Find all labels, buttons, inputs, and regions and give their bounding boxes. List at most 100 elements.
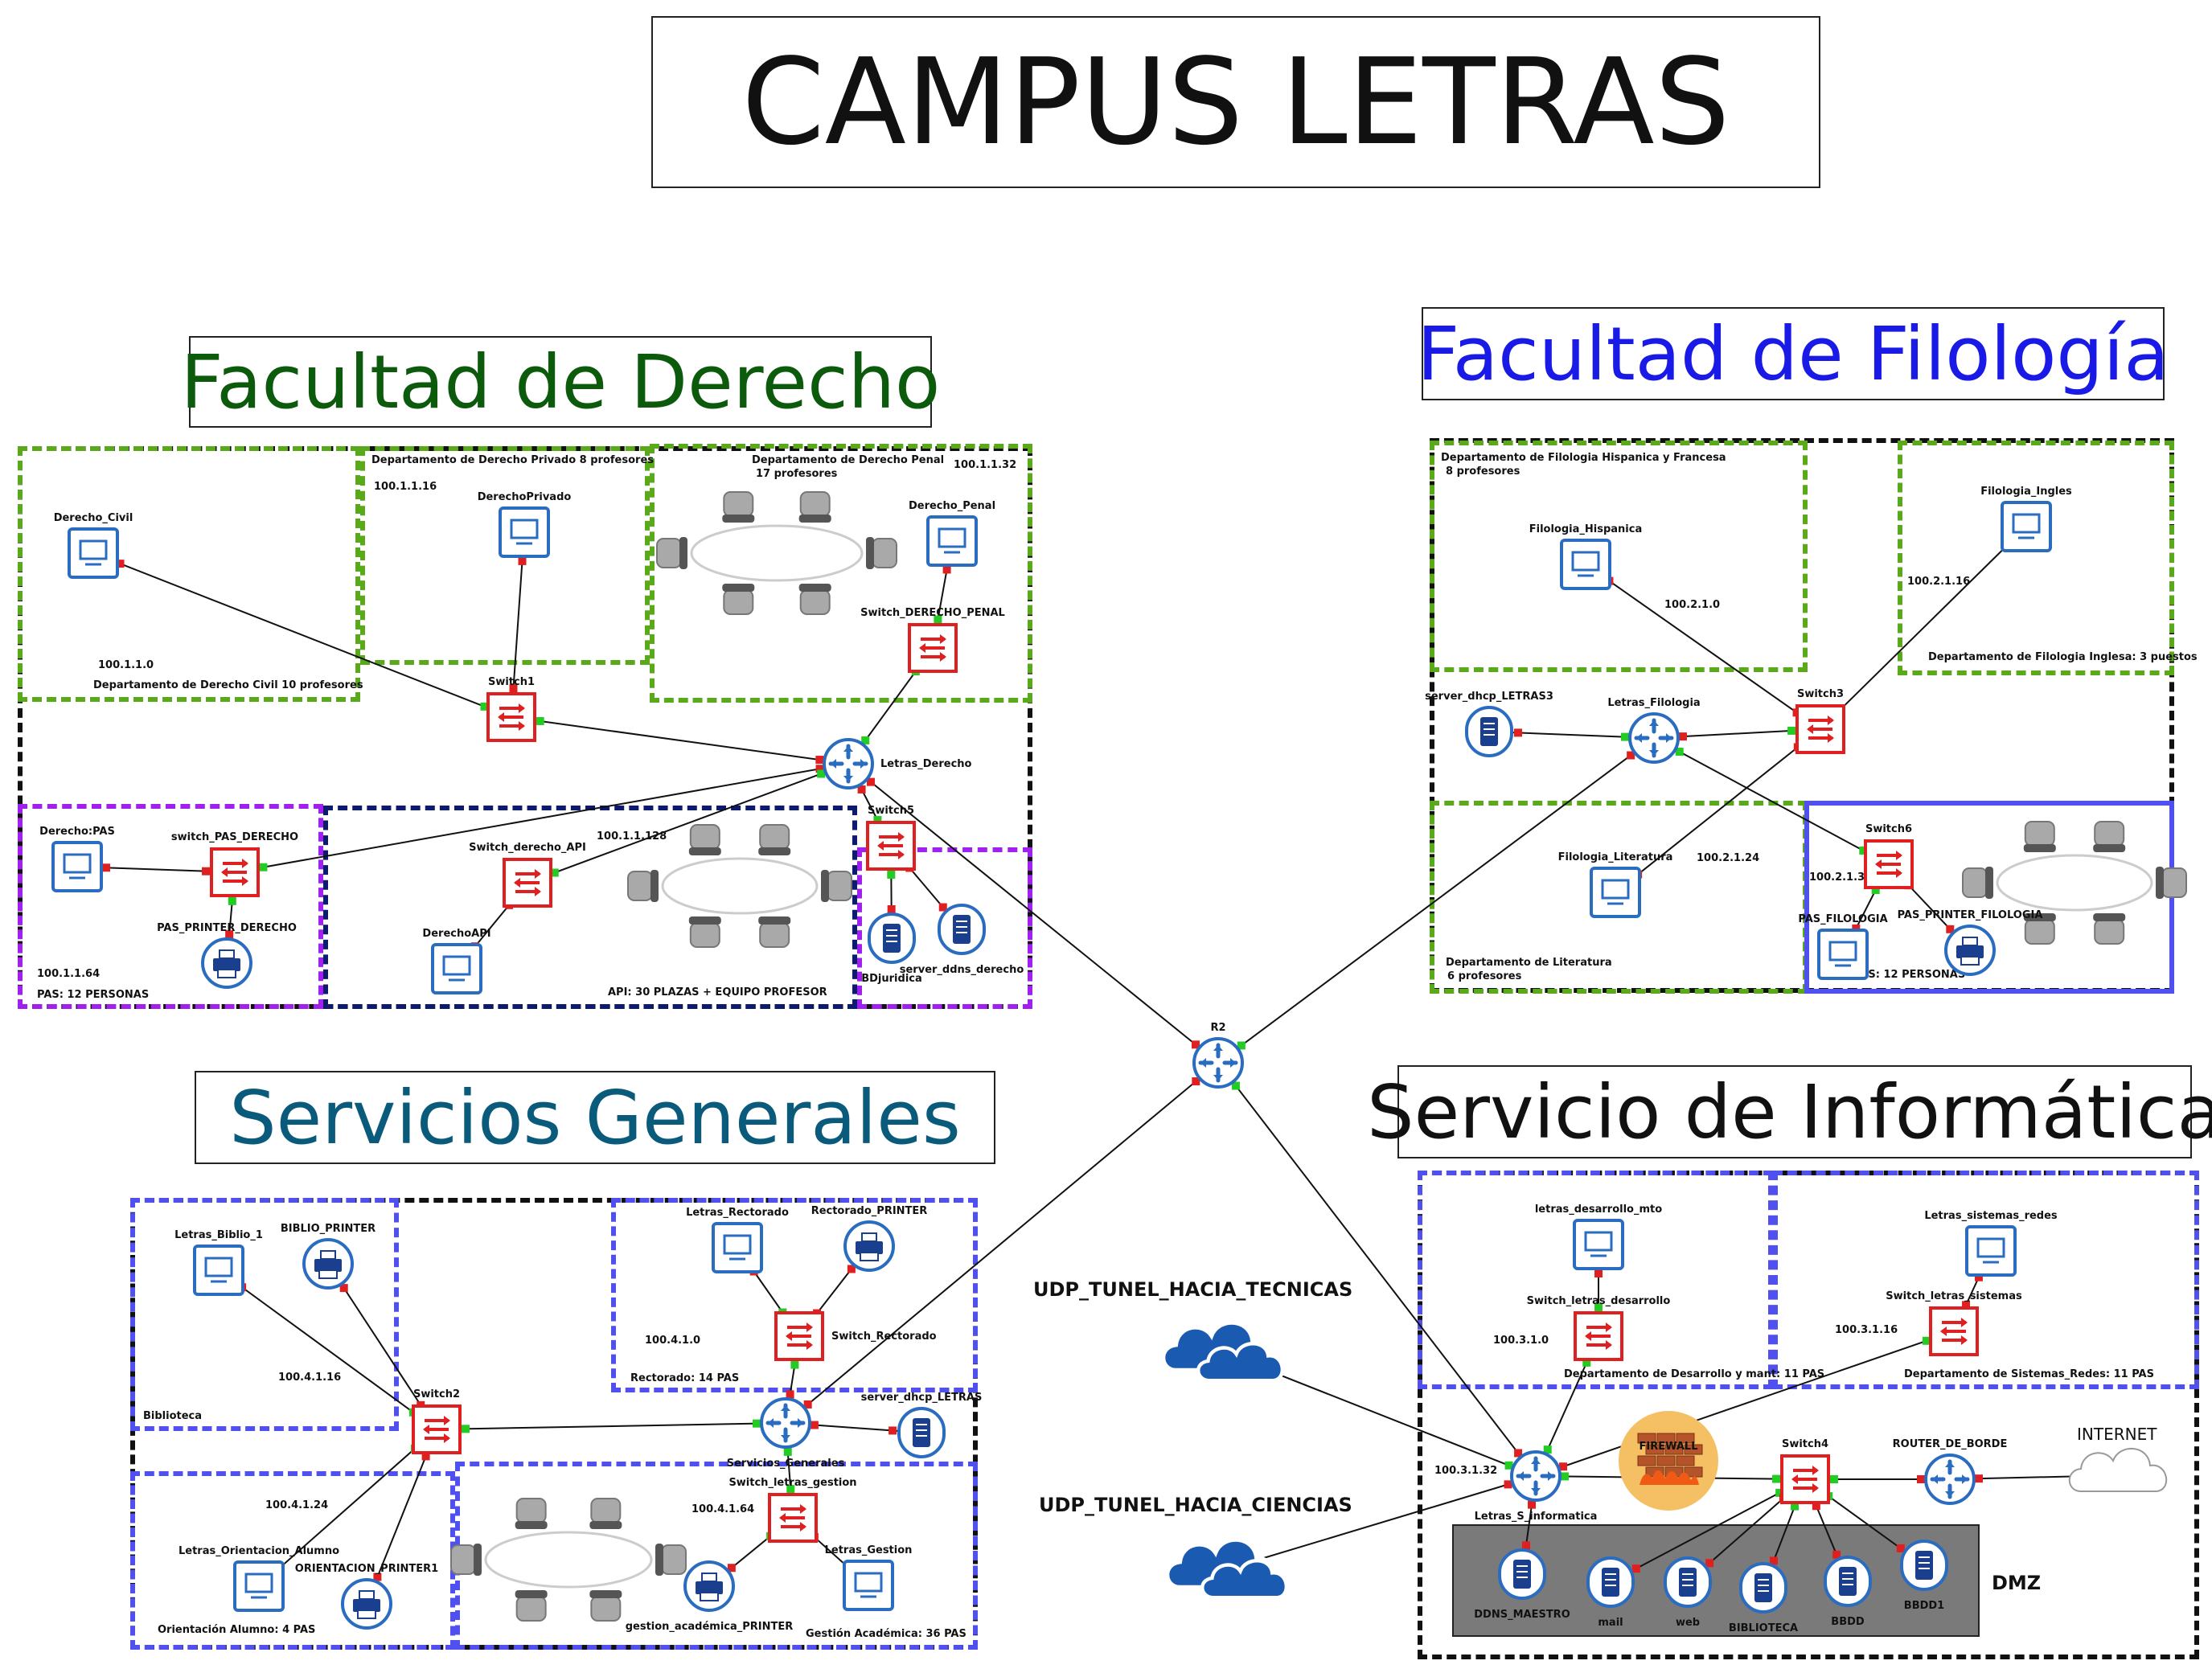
meeting-table-penal [656, 491, 897, 615]
node-derecho-civil[interactable]: Derecho_Civil [54, 512, 133, 579]
node-switch-pas-derecho[interactable]: switch_PAS_DERECHO [171, 831, 298, 897]
node-bbdd1[interactable]: BBDD1 [1900, 1540, 1948, 1612]
node-letras-orientacion-alumno[interactable]: Letras_Orientacion_Alumno [179, 1545, 339, 1612]
node-ddns-maestro[interactable]: DDNS_MAESTRO [1474, 1548, 1570, 1621]
ip-hisp: 100.2.1.0 [1664, 599, 1721, 611]
pc-icon [926, 515, 978, 567]
pc-icon [843, 1560, 894, 1611]
title-derecho: Facultad de Derecho [181, 336, 940, 428]
node-server-dhcp-letras[interactable]: server_dhcp_LETRAS [861, 1392, 983, 1458]
node-letras-gestion[interactable]: Letras_Gestion [825, 1544, 913, 1611]
node-label: BBDD1 [1904, 1600, 1944, 1612]
node-switch4[interactable]: Switch4 [1780, 1438, 1830, 1504]
node-switch5[interactable]: Switch5 [866, 805, 916, 871]
zone-desarrollo [1418, 1171, 1773, 1389]
switch-icon [1864, 839, 1914, 889]
node-derechoprivado[interactable]: DerechoPrivado [478, 491, 572, 558]
note-derecho-penal-1: Departamento de Derecho Penal [752, 454, 945, 466]
meeting-table-api [627, 824, 852, 948]
node-internet-cloud[interactable] [2068, 1448, 2168, 1492]
node-switch-letras-desarrollo[interactable]: Switch_letras_desarrollo [1527, 1295, 1671, 1361]
chair-icon [688, 916, 721, 948]
node-biblioteca[interactable]: BIBLIOTECA [1729, 1562, 1798, 1634]
node-letras-derecho[interactable]: Letras_Derecho [823, 738, 972, 789]
node-switch-letras-gestion[interactable]: Switch_letras_gestion [728, 1477, 857, 1543]
ip-orient: 100.4.1.24 [265, 1499, 329, 1511]
node-pas-printer-derecho[interactable]: PAS_PRINTER_DERECHO [157, 922, 297, 989]
switch-icon [768, 1493, 818, 1543]
link [234, 763, 849, 873]
chair-icon [2023, 913, 2056, 945]
node-letras-s-informatica[interactable]: Letras_S_informatica [1475, 1450, 1598, 1523]
node-orientacion-printer1[interactable]: ORIENTACION_PRINTER1 [295, 1563, 438, 1630]
node-letras-filologia[interactable]: Letras_Filologia [1607, 697, 1701, 764]
node-letras-sistemas-redes[interactable]: Letras_sistemas_redes [1924, 1210, 2058, 1277]
node-switch2[interactable]: Switch2 [412, 1388, 462, 1454]
router-icon [823, 738, 874, 789]
node-firewall[interactable]: FIREWALL [1619, 1411, 1718, 1511]
node-switch6[interactable]: Switch6 [1864, 823, 1914, 889]
node-label: PAS_PRINTER_FILOLOGIA [1898, 909, 2043, 921]
node-bdjuridica[interactable]: BDjuridica [861, 912, 922, 985]
node-label: ORIENTACION_PRINTER1 [295, 1563, 438, 1575]
printer-icon [683, 1560, 735, 1612]
node-r2[interactable]: R2 [1192, 1022, 1244, 1089]
node-switch-rectorado[interactable]: Switch_Rectorado [774, 1311, 937, 1361]
chair-icon [655, 1544, 687, 1576]
node-cloud-tecnicas[interactable] [1162, 1321, 1284, 1383]
node-label: Switch_DERECHO_PENAL [860, 607, 1005, 619]
node-filologia-hispanica[interactable]: Filologia_Hispanica [1529, 523, 1643, 590]
node-label: Filologia_Ingles [1980, 486, 2072, 498]
node-label: Derecho_Penal [909, 500, 995, 512]
node-label: Switch2 [413, 1388, 460, 1400]
node-label: mail [1598, 1617, 1623, 1629]
switch-icon [412, 1404, 462, 1454]
node-servicios-generales[interactable]: Servicios_Generales [727, 1397, 845, 1470]
node-gestion-academica-printer[interactable]: gestion_académica_PRINTER [626, 1560, 794, 1633]
node-rectorado-printer[interactable]: Rectorado_PRINTER [811, 1205, 928, 1272]
note-filo-lit-2: 6 profesores [1447, 970, 1522, 982]
zone-biblioteca [130, 1198, 399, 1431]
node-label: BIBLIO_PRINTER [281, 1223, 376, 1235]
node-switch-derecho-penal[interactable]: Switch_DERECHO_PENAL [860, 607, 1005, 673]
node-cloud-ciencias[interactable] [1166, 1538, 1288, 1600]
ip-biblio: 100.4.1.16 [278, 1372, 342, 1384]
node-switch1[interactable]: Switch1 [486, 676, 536, 742]
node-letras-rectorado[interactable]: Letras_Rectorado [686, 1207, 789, 1273]
switch-icon [1795, 704, 1845, 754]
node-server-ddns-derecho[interactable]: server_ddns_derecho [900, 904, 1024, 976]
node-label: Switch_letras_desarrollo [1527, 1295, 1671, 1307]
cloudw-icon [2068, 1448, 2168, 1492]
node-label: DDNS_MAESTRO [1474, 1609, 1570, 1621]
firewall-icon [1619, 1411, 1718, 1511]
server-icon [938, 904, 986, 955]
node-biblio-printer[interactable]: BIBLIO_PRINTER [281, 1223, 376, 1290]
node-derecho-pas[interactable]: Derecho:PAS [39, 826, 115, 892]
node-pas-filologia[interactable]: PAS_FILOLOGIA [1798, 913, 1888, 980]
node-router-de-borde[interactable]: ROUTER_DE_BORDE [1893, 1438, 2008, 1505]
node-derecho-penal[interactable]: Derecho_Penal [909, 500, 995, 567]
printer-icon [302, 1238, 354, 1290]
page-title: CAMPUS LETRAS [651, 16, 1820, 188]
node-derechoapi[interactable]: DerechoAPI [422, 928, 491, 994]
node-switch3[interactable]: Switch3 [1795, 688, 1845, 754]
node-filologia-literatura[interactable]: Filologia_Literatura [1558, 851, 1673, 918]
node-label: Filologia_Hispanica [1529, 523, 1643, 535]
cloud-icon [1162, 1321, 1284, 1383]
node-letras-desarrollo-mto[interactable]: letras_desarrollo_mto [1535, 1203, 1662, 1270]
chair-icon [798, 491, 831, 523]
chair-icon [589, 1590, 622, 1622]
node-pas-printer-filologia[interactable]: PAS_PRINTER_FILOLOGIA [1898, 909, 2043, 976]
node-bbdd[interactable]: BBDD [1824, 1556, 1872, 1628]
link [1535, 1331, 1955, 1477]
node-server-dhcp-letras3[interactable]: server_dhcp_LETRAS3 [1425, 691, 1553, 757]
pc-icon [1817, 929, 1869, 980]
node-switch-letras-sistemas[interactable]: Switch_letras_sistemas [1886, 1290, 2022, 1356]
switch-icon [486, 692, 536, 742]
node-filologia-ingles[interactable]: Filologia_Ingles [1980, 486, 2072, 552]
node-mail[interactable]: mail [1586, 1556, 1635, 1629]
node-switch-derecho-api[interactable]: Switch_derecho_API [469, 842, 586, 908]
node-web[interactable]: web [1664, 1556, 1712, 1629]
node-letras-biblio-1[interactable]: Letras_Biblio_1 [174, 1229, 263, 1296]
